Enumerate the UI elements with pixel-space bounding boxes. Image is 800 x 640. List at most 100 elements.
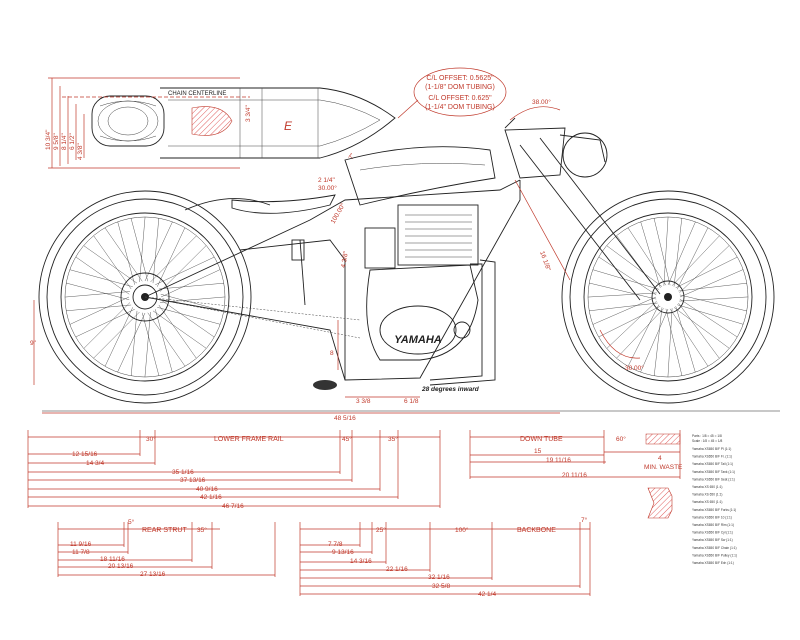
- wheel-spoke: [155, 309, 173, 373]
- wheel-spoke: [69, 296, 130, 325]
- wheel-spoke: [675, 256, 738, 288]
- lfr-dim-5: 40 9/16: [196, 486, 218, 493]
- lfr-angle-2: 45°: [342, 435, 352, 443]
- wheel-spoke: [155, 256, 215, 285]
- wheel-spoke: [158, 304, 197, 359]
- wheel-spoke: [679, 298, 738, 338]
- wheel-spoke: [669, 308, 709, 367]
- rear-strut-dim-1: 11 9/16: [70, 541, 92, 548]
- wheel-spoke: [152, 310, 207, 349]
- wheel-spoke: [675, 306, 696, 373]
- wheel-spoke: [93, 311, 140, 359]
- backbone-dim-1: 7 7/8: [328, 541, 343, 548]
- backbone-dim-4: 22 1/16: [386, 566, 408, 573]
- top-dim-1: 10 3/4": [45, 129, 52, 150]
- backbone-dim-5: 32 1/16: [428, 574, 450, 581]
- top-dim-7: 7": [348, 152, 357, 161]
- neck-angle: 38.00°: [532, 98, 551, 106]
- legend-line: Yamaha XS650 B/F Fr. (1:1): [692, 455, 732, 459]
- down-tube-dim-2: 19 11/16: [546, 457, 571, 464]
- frame-angle: 100.00°: [329, 201, 347, 225]
- rear-wheel: [38, 190, 252, 404]
- wheel-spoke: [160, 269, 221, 298]
- front-wheel: [561, 190, 775, 404]
- wheel-spoke: [130, 218, 148, 282]
- backbone-angle-3: 7°: [581, 516, 588, 524]
- wheel-spoke: [104, 227, 143, 282]
- rear-strut-dim-2: 11 7/8: [72, 549, 90, 556]
- dim-6-1-8: 6 1/8: [404, 398, 419, 405]
- wheel-spoke: [83, 245, 138, 284]
- exhaust-note: 28 degrees inward: [421, 386, 480, 393]
- rear-strut-cutlist: REAR STRUT 5° 35° 11 9/16 11 7/8 18 11/1…: [57, 518, 276, 578]
- wheel-spoke: [679, 245, 730, 294]
- legend-line: Yamaha XS650 B/F Sw (1:1): [692, 538, 733, 542]
- wheel-spoke: [150, 235, 197, 283]
- wheel-spoke: [93, 235, 132, 290]
- wheel-spoke: [677, 227, 709, 290]
- wheel-spoke: [589, 282, 657, 300]
- side-view: YAMAHA: [38, 117, 780, 412]
- down-tube-dim-1: 15: [534, 448, 542, 455]
- lfr-dim-1: 12 15/16: [72, 451, 98, 458]
- dim-3-3-8: 3 3/8: [356, 398, 371, 405]
- wheel-spoke: [663, 216, 669, 286]
- wheel-spoke: [598, 256, 657, 296]
- lfr-dim-2: 14 3/4: [86, 460, 104, 467]
- down-tube-dim-3: 20 11/16: [562, 472, 587, 479]
- wheel-spoke: [587, 292, 657, 298]
- wheel-spoke: [142, 312, 160, 376]
- waste-label: MIN. WASTE: [644, 464, 683, 471]
- wheel-spoke: [66, 304, 132, 312]
- offset-line-3: C/L OFFSET: 0.625": [428, 95, 492, 102]
- lower-frame-rail-title: LOWER FRAME RAIL: [214, 436, 284, 443]
- seat-dim: 2 1/4": [318, 177, 335, 184]
- wheel-spoke: [147, 312, 186, 367]
- backbone-angle-1: 25°: [376, 526, 386, 534]
- wheel-spoke: [606, 245, 663, 287]
- offset-line-4: (1-1/4" DOM TUBING): [425, 104, 495, 111]
- backbone-dim-6: 32 5/8: [432, 583, 450, 590]
- legend-line: Yamaha XS650 B/F Exh (1:1): [692, 561, 734, 565]
- wheel-spoke: [104, 307, 133, 367]
- wheel-spoke: [653, 307, 663, 376]
- wheel-spoke: [144, 312, 151, 378]
- legend-line: Yamaha XS650 B/F Cyl (1:1): [692, 531, 733, 535]
- wheel-spoke: [66, 282, 130, 300]
- legend-line: Yamaha XS650 B/F Pulley (1:1): [692, 553, 737, 557]
- backbone-title: BACKBONE: [517, 527, 556, 534]
- lower-frame-rail-cutlist: LOWER FRAME RAIL 30° 45° 35° 12 15/16 14…: [27, 430, 441, 510]
- legend-line: Yamaha XS650 B/F Tank (1:1): [692, 470, 735, 474]
- down-tube-cutlist: DOWN TUBE 60° 15 19 11/16 20 11/16 4 MIN…: [469, 430, 683, 519]
- dim-48-5-16: 48 5/16: [334, 415, 356, 422]
- wheel-spoke: [653, 218, 671, 286]
- dim-4-3-8: 4 3/8": [340, 250, 350, 268]
- wheel-spoke: [157, 227, 186, 287]
- legend-line: Yamaha XS650 B/F 10 (1:1): [692, 515, 732, 519]
- lfr-angle-1: 30°: [146, 435, 156, 443]
- legend-line: Yamaha XS650 B/F PI (1:1): [692, 447, 731, 451]
- top-dim-3-3-4: 3 3/4": [245, 105, 252, 122]
- side-dimensions: 38.00° 2 1/4" 30.00° 100.00° 4 3/8" 16 1…: [30, 98, 644, 422]
- wheel-spoke: [592, 269, 659, 290]
- wheel-spoke: [673, 307, 730, 349]
- seat-angle: 30.00°: [318, 184, 337, 192]
- svg-text:E: E: [284, 119, 293, 133]
- wheel-spoke: [160, 294, 224, 312]
- wheel-spoke: [679, 294, 747, 312]
- wheel-spoke: [75, 256, 130, 295]
- wheel-spoke: [69, 269, 133, 287]
- top-dim-2: 9 5/8": [53, 133, 60, 150]
- wheel-spoke: [117, 312, 146, 373]
- dim-9: 9": [30, 340, 37, 347]
- dim-8: 8: [330, 350, 334, 357]
- chain-centerline-label: CHAIN CENTERLINE: [168, 91, 226, 97]
- down-tube-title: DOWN TUBE: [520, 436, 563, 443]
- dim-16-1-8: 16 1/8": [538, 250, 552, 272]
- wheel-spoke: [83, 302, 131, 349]
- wheel-spoke: [160, 299, 215, 338]
- legend-line: Yamaha XS 650 (1:1): [692, 493, 722, 497]
- legend-line: Yamaha XS650 B/F Tail (1:1): [692, 462, 733, 466]
- rear-strut-angle-2: 35°: [197, 526, 207, 534]
